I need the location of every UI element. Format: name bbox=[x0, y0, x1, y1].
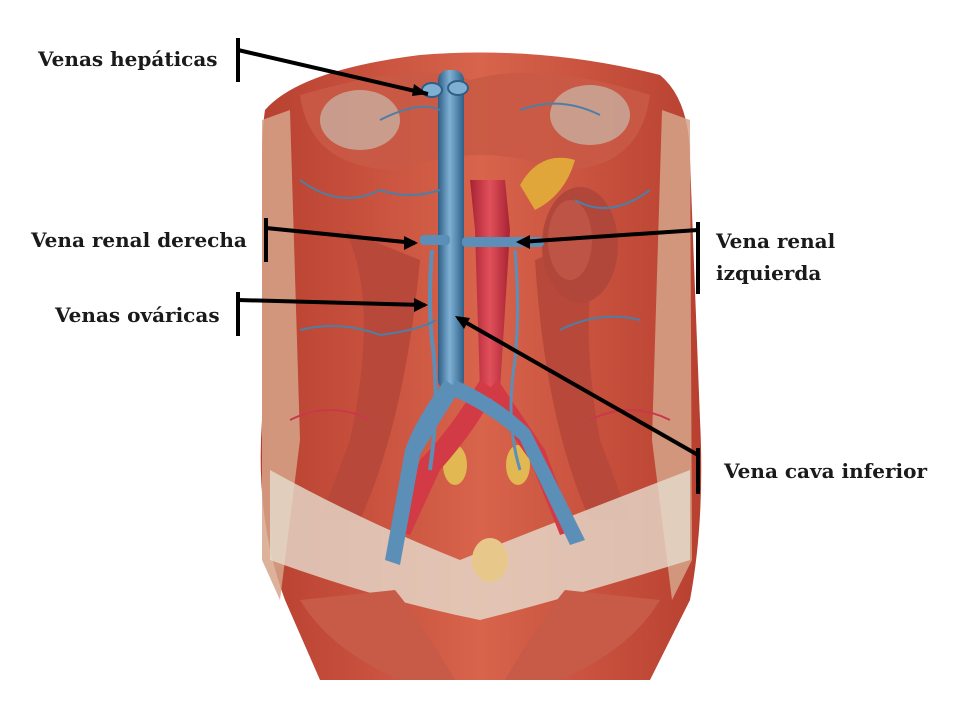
label-vena-renal-izquierda-line2: izquierda bbox=[716, 261, 822, 285]
leader-arrowheads bbox=[404, 84, 530, 329]
adrenal-gland bbox=[520, 157, 575, 210]
left-kidney bbox=[542, 187, 618, 303]
small-vessels bbox=[289, 102, 671, 421]
ovarian-vein-left bbox=[509, 249, 522, 471]
label-venas-ovaricas: Venas ováricas bbox=[55, 303, 220, 327]
label-vena-cava-inferior: Vena cava inferior bbox=[724, 459, 928, 483]
label-venas-hepaticas: Venas hepáticas bbox=[38, 47, 218, 71]
leader-lines bbox=[236, 38, 700, 494]
ovarian-veins bbox=[428, 249, 438, 471]
label-vena-renal-derecha: Vena renal derecha bbox=[31, 228, 247, 252]
label-vena-renal-izquierda-line1: Vena renal bbox=[716, 229, 836, 253]
